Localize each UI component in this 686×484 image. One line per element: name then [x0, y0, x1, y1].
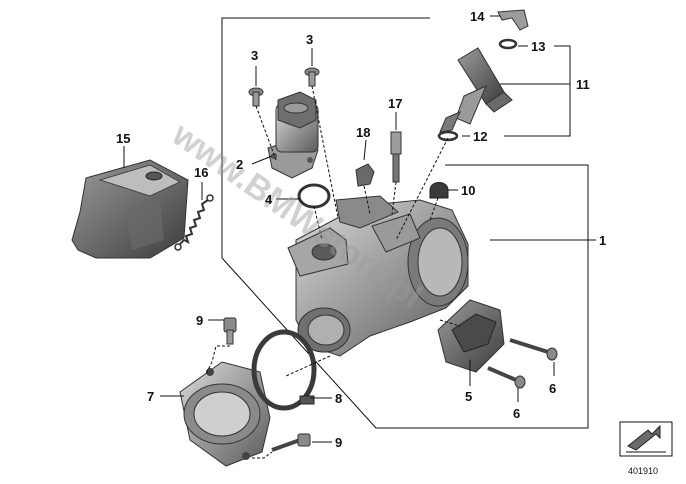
- seal-ring-part: [437, 130, 459, 142]
- throttle-sensor-part: [437, 299, 505, 373]
- reference-box: 401910: [619, 421, 673, 476]
- screw-part: [509, 338, 558, 361]
- callout-6a: 6: [549, 381, 556, 396]
- callout-13: 13: [531, 39, 545, 54]
- screw-part: [487, 366, 526, 389]
- plug-part: [429, 182, 449, 199]
- cover-part: [71, 159, 189, 259]
- intake-flange-part: [179, 361, 271, 467]
- callout-15: 15: [116, 131, 130, 146]
- callout-17: 17: [388, 96, 402, 111]
- callout-1: 1: [599, 233, 606, 248]
- spring-part: [174, 194, 214, 251]
- callout-9b: 9: [335, 435, 342, 450]
- callout-6b: 6: [513, 406, 520, 421]
- callout-12: 12: [473, 129, 487, 144]
- callout-10: 10: [461, 183, 475, 198]
- clip-part: [497, 9, 529, 31]
- sensor-pin-part: [390, 131, 402, 183]
- throttle-body-part: [287, 195, 469, 357]
- screw-part: [271, 433, 311, 452]
- arrow-icon: [626, 424, 666, 453]
- callout-5: 5: [465, 389, 472, 404]
- callout-7: 7: [147, 389, 154, 404]
- screw-part: [248, 87, 264, 107]
- idle-actuator-part: [267, 91, 319, 179]
- reference-number: 401910: [628, 466, 658, 476]
- callout-2: 2: [236, 157, 243, 172]
- cap-part: [355, 163, 375, 187]
- assembly-frame: [221, 17, 589, 429]
- callout-3b: 3: [306, 32, 313, 47]
- hose-clamp-part: [251, 329, 317, 411]
- leader-lines: [123, 15, 596, 459]
- seal-ring-part: [498, 38, 518, 50]
- screw-part: [223, 317, 237, 345]
- callout-11: 11: [576, 77, 590, 92]
- callout-3a: 3: [251, 48, 258, 63]
- callout-14: 14: [470, 9, 485, 24]
- callout-8: 8: [335, 391, 342, 406]
- callout-18: 18: [356, 125, 370, 140]
- screw-part: [304, 67, 320, 87]
- injector-part: [439, 47, 513, 133]
- callout-16: 16: [194, 165, 208, 180]
- callout-4: 4: [265, 192, 273, 207]
- callout-9a: 9: [196, 313, 203, 328]
